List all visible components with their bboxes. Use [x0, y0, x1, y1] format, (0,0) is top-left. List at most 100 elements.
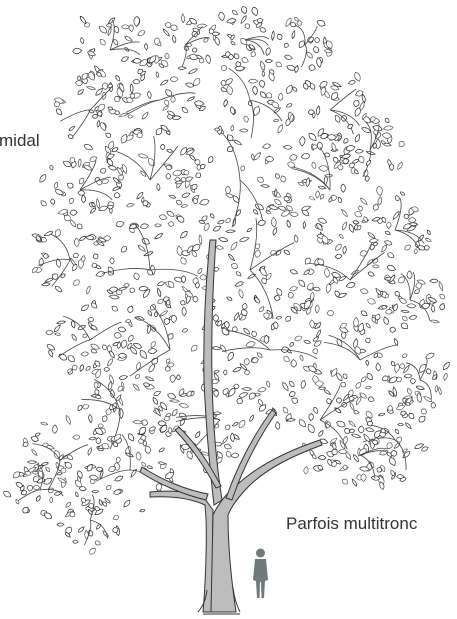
leaf: [309, 196, 316, 201]
leaf: [135, 362, 141, 371]
leaf: [40, 422, 48, 426]
leaf: [442, 361, 451, 371]
leaf: [45, 466, 51, 472]
leaf: [233, 52, 240, 59]
leaf: [289, 286, 298, 292]
leaf: [79, 15, 87, 24]
leaf: [401, 315, 408, 322]
twig: [360, 345, 397, 360]
leaf: [367, 297, 377, 305]
leaf: [175, 199, 183, 206]
leaf: [179, 403, 189, 409]
leaf: [283, 42, 289, 48]
leaf: [60, 273, 66, 279]
leaf: [282, 406, 289, 414]
leaf: [394, 195, 400, 202]
leaf: [164, 53, 169, 59]
leaf: [250, 51, 257, 58]
leaf: [271, 31, 275, 41]
leaf: [239, 129, 248, 132]
leaf: [409, 314, 418, 320]
leaf: [353, 220, 360, 224]
leaf: [35, 432, 41, 437]
leaf: [97, 120, 101, 127]
leaf: [112, 38, 119, 46]
leaf: [425, 237, 432, 242]
leaf: [199, 235, 203, 245]
leaf: [418, 363, 428, 374]
leaf: [358, 205, 364, 212]
leaf: [342, 246, 346, 254]
leaf: [265, 91, 273, 99]
leaf: [150, 341, 157, 349]
leaf: [340, 381, 347, 388]
leaf: [166, 300, 170, 306]
leaf: [230, 41, 236, 46]
leaf: [185, 82, 194, 88]
leaf: [224, 424, 231, 431]
leaf: [294, 335, 303, 342]
leaf: [294, 235, 299, 243]
leaf: [218, 237, 228, 243]
leaf: [105, 132, 112, 139]
leaf: [127, 433, 135, 443]
twig: [110, 49, 140, 55]
leaf: [65, 415, 72, 425]
leaf: [148, 348, 157, 354]
leaf: [27, 461, 36, 464]
leaf: [57, 320, 66, 324]
leaf: [275, 421, 280, 429]
leaf: [239, 236, 249, 242]
leaf: [72, 278, 81, 287]
leaf: [141, 462, 147, 468]
leaf: [217, 219, 225, 225]
leaf: [158, 461, 165, 465]
leaf: [145, 376, 154, 382]
leaf: [268, 72, 276, 82]
twig: [222, 348, 270, 352]
leaf: [74, 238, 79, 247]
leaf: [359, 197, 368, 206]
leaf: [365, 337, 371, 344]
leaf: [401, 353, 407, 359]
leaf: [384, 230, 391, 235]
leaf: [232, 366, 241, 373]
leaf: [406, 388, 412, 396]
leaf: [221, 80, 226, 86]
leaf: [336, 397, 342, 403]
leaf: [212, 32, 220, 36]
twig: [240, 180, 263, 222]
leaf: [193, 296, 198, 302]
leaf: [353, 169, 359, 175]
leaf: [341, 209, 349, 218]
leaf: [81, 195, 85, 203]
leaf: [426, 229, 431, 235]
leaf: [92, 253, 99, 260]
leaf: [159, 310, 168, 318]
leaf: [383, 316, 390, 325]
leaf: [251, 6, 259, 16]
leaf: [170, 77, 178, 82]
leaf: [259, 27, 267, 34]
leaf: [98, 499, 103, 506]
leaf: [284, 315, 292, 323]
leaf: [275, 61, 283, 68]
leaf: [226, 296, 233, 301]
leaf: [226, 133, 235, 142]
leaf: [199, 198, 210, 206]
leaf: [438, 281, 444, 291]
leaf: [397, 140, 405, 148]
leaf: [241, 56, 249, 63]
leaf: [92, 114, 98, 119]
leaf: [162, 105, 169, 111]
leaf: [272, 227, 278, 236]
leaf: [126, 203, 134, 208]
leaf: [367, 231, 376, 239]
leaf: [313, 287, 321, 292]
leaf: [327, 310, 334, 316]
leaf: [89, 437, 96, 441]
leaf: [189, 53, 199, 61]
leaf: [244, 358, 249, 365]
leaf: [294, 17, 300, 22]
leaf: [342, 373, 348, 380]
